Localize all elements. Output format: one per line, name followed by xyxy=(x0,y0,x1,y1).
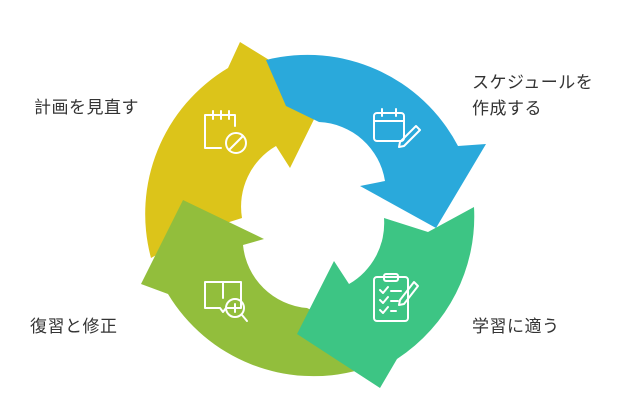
segment-study xyxy=(297,207,475,388)
calendar-pencil-icon xyxy=(373,108,421,148)
step-label-schedule-line1: スケジュールを xyxy=(472,73,594,93)
calendar-cancel-icon xyxy=(204,110,247,154)
step-label-review-fix-line1: 復習と修正 xyxy=(30,317,118,337)
book-magnifier-icon xyxy=(204,281,248,322)
step-label-plan-review: 計画を見直す xyxy=(34,95,139,121)
clipboard-checklist-icon xyxy=(373,273,419,322)
step-label-review-fix: 復習と修正 xyxy=(30,314,118,340)
step-label-plan-review-line1: 計画を見直す xyxy=(34,98,139,118)
step-label-study: 学習に適う xyxy=(472,314,560,340)
step-label-schedule: スケジュールを 作成する xyxy=(472,70,593,122)
step-label-study-line1: 学習に適う xyxy=(472,317,560,337)
step-label-schedule-line2: 作成する xyxy=(472,99,542,119)
